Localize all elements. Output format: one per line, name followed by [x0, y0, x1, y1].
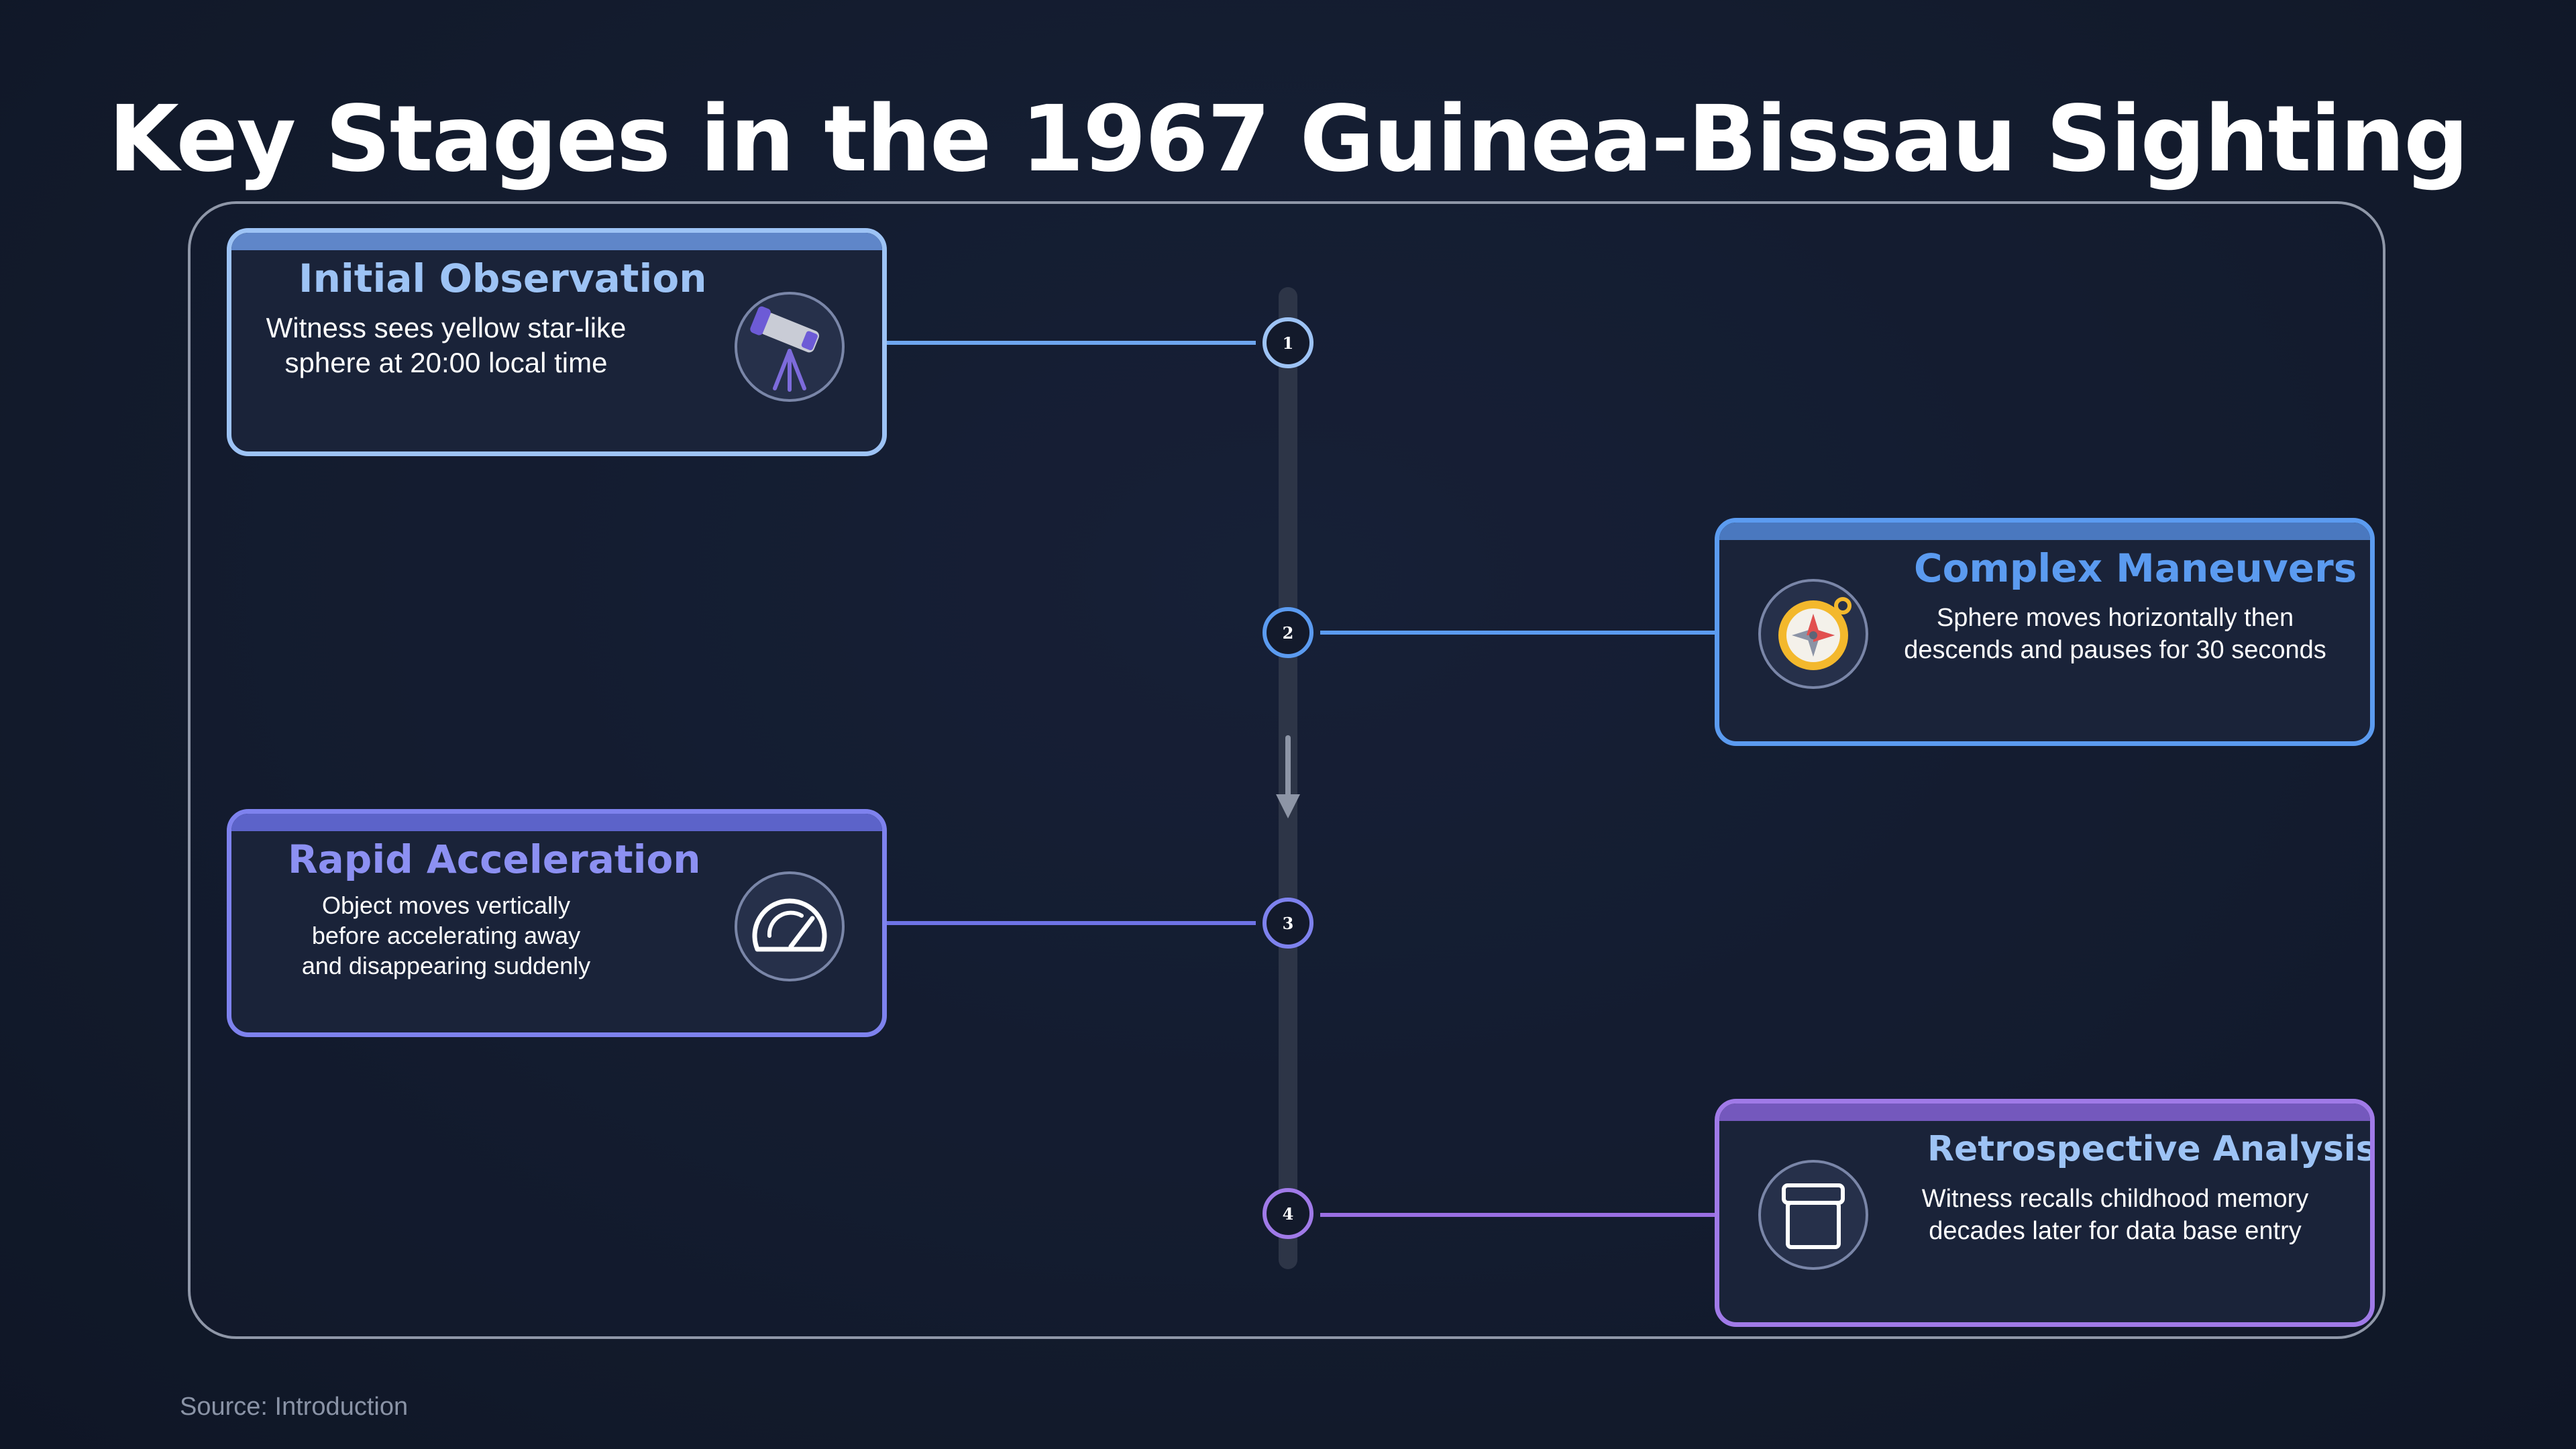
- card-heading: Initial Observation: [299, 256, 707, 301]
- speedometer-icon: [735, 871, 845, 981]
- card-heading: Rapid Acceleration: [288, 837, 701, 882]
- card-body: Witness sees yellow star-like sphere at …: [266, 312, 627, 378]
- archive-box-icon: [1758, 1160, 1868, 1270]
- down-arrow-icon: [1276, 735, 1300, 818]
- stage-1-node: 1: [1263, 317, 1313, 368]
- connector-2: [1320, 631, 1719, 635]
- stage-3-node: 3: [1263, 898, 1313, 949]
- connector-4: [1320, 1213, 1719, 1217]
- stage-2-node: 2: [1263, 607, 1313, 658]
- card-accent-strip: [231, 233, 882, 250]
- stage-card-initial-observation: Initial Observation Witness sees yellow …: [227, 228, 887, 456]
- stage-4-node: 4: [1263, 1188, 1313, 1239]
- card-heading: Retrospective Analysis: [1927, 1129, 2375, 1169]
- card-body: Witness recalls childhood memory decades…: [1921, 1185, 2309, 1245]
- telescope-icon: [735, 292, 845, 402]
- card-accent-strip: [1719, 523, 2370, 540]
- stage-card-retrospective-analysis: Retrospective Analysis Witness recalls c…: [1715, 1099, 2375, 1327]
- card-heading: Complex Maneuvers: [1914, 545, 2357, 591]
- connector-3: [885, 921, 1256, 925]
- compass-icon: [1758, 579, 1868, 689]
- stage-card-complex-maneuvers: Complex Maneuvers Sphere moves horizonta…: [1715, 518, 2375, 746]
- card-body: Sphere moves horizontally then descends …: [1904, 604, 2326, 664]
- connector-1: [885, 341, 1256, 345]
- page-title: Key Stages in the 1967 Guinea-Bissau Sig…: [108, 87, 2469, 193]
- card-body: Object moves vertically before accelerat…: [301, 892, 591, 979]
- card-accent-strip: [231, 814, 882, 831]
- stage-card-rapid-acceleration: Rapid Acceleration Object moves vertical…: [227, 809, 887, 1037]
- card-accent-strip: [1719, 1104, 2370, 1121]
- source-caption: Source: Introduction: [180, 1393, 409, 1421]
